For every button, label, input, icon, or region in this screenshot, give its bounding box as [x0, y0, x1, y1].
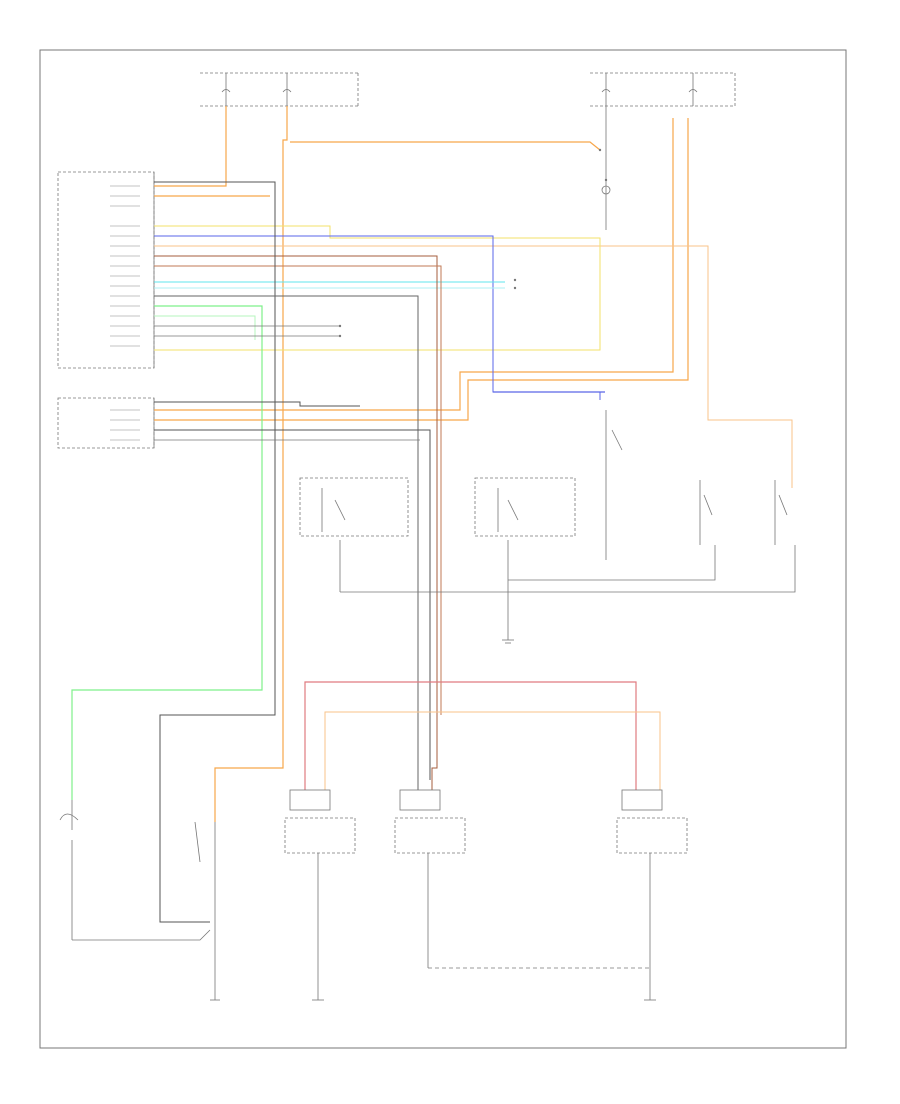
connector-markers [338, 148, 608, 338]
switch-left-front [299, 477, 409, 592]
wire-red [304, 681, 637, 790]
motor-passenger [616, 789, 688, 1000]
switch-rear [605, 410, 623, 560]
wire-orange-light-1 [154, 245, 793, 488]
wire-yellow [154, 225, 601, 351]
wire-brown-2 [154, 265, 442, 715]
fuse-block-right [590, 72, 736, 107]
wire-orange-motors [324, 711, 661, 790]
ground-mid [502, 610, 514, 644]
motor-driver [284, 789, 356, 1000]
wire-green-2 [154, 315, 256, 340]
wire-orange-module-right2 [154, 118, 674, 411]
wire-orange-top-bus [290, 141, 601, 151]
module-pin-marks [110, 185, 140, 441]
switch-door-2 [340, 480, 796, 593]
wire-black-2 [154, 295, 419, 790]
wire-orange-fuse2 [214, 106, 288, 822]
control-module-secondary [57, 397, 155, 449]
wire-brown-1 [154, 255, 438, 790]
wire-black-5 [154, 429, 431, 780]
control-module-main [57, 171, 155, 369]
wire-black-7 [154, 401, 360, 407]
wire-orange-fuse1 [154, 106, 227, 187]
switch-door-1 [508, 480, 716, 581]
wire-orange-module-right3 [154, 118, 689, 421]
motor-left-door [194, 821, 216, 1000]
wire-blue [154, 235, 601, 400]
motor-center [394, 789, 466, 968]
wire-green [71, 305, 263, 800]
switch-right-front [474, 477, 576, 610]
fuse-block-left [200, 72, 359, 107]
wire-black-1 [154, 181, 276, 923]
diagram-frame [39, 49, 847, 1049]
key-switch [59, 800, 211, 941]
indicator-lamp [601, 106, 611, 230]
